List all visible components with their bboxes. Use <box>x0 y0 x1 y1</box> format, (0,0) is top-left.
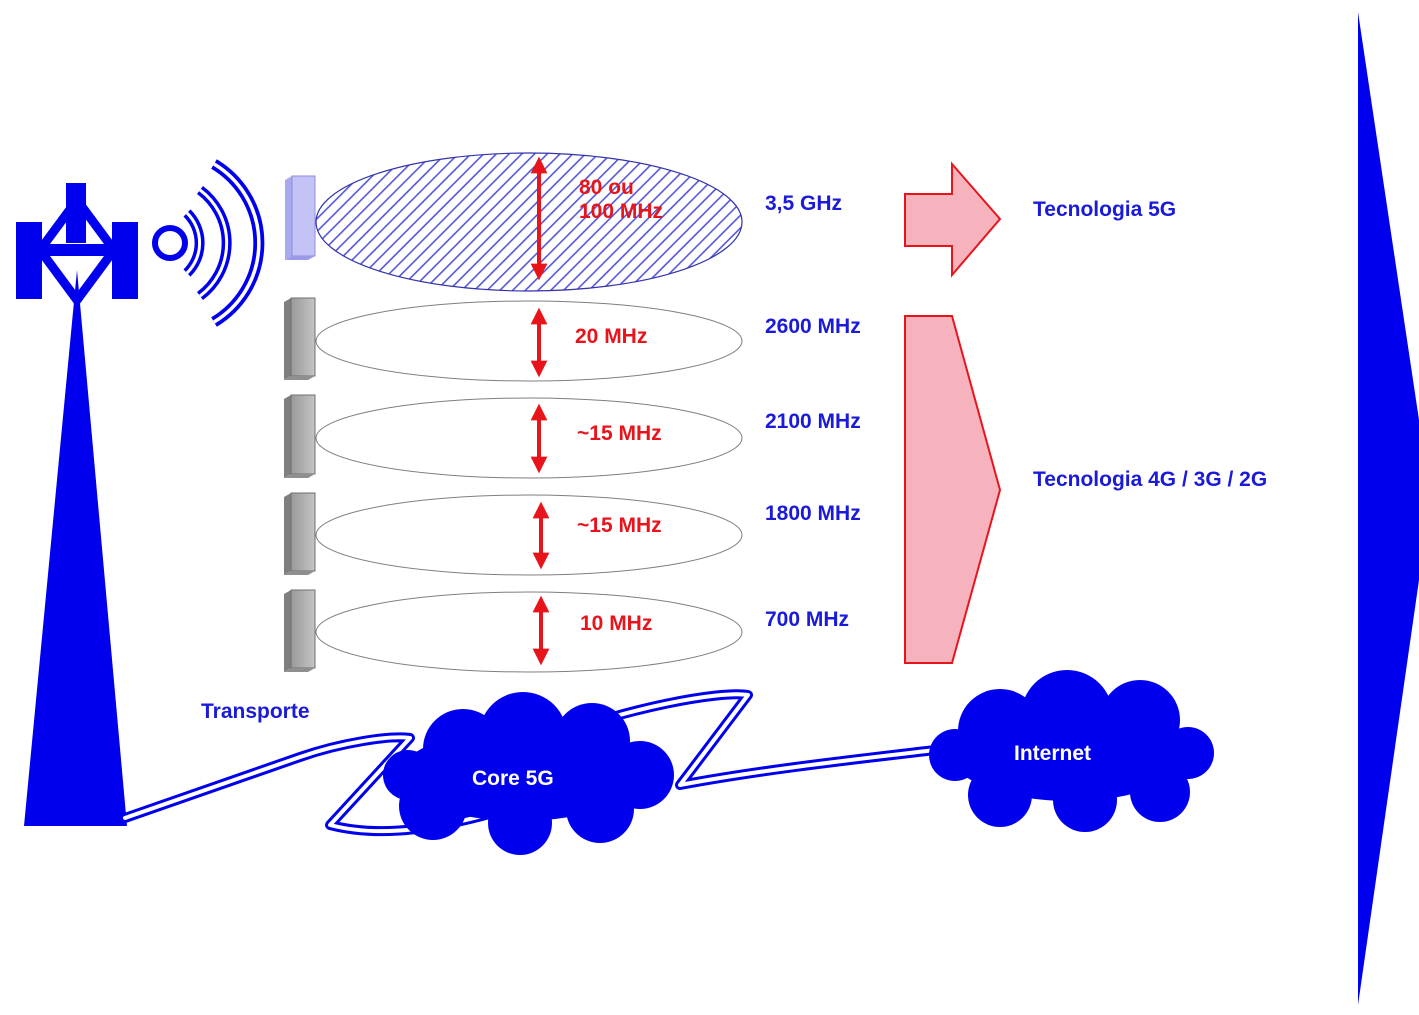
frequency-label-2100: 2100 MHz <box>765 410 861 433</box>
core-5g-label: Core 5G <box>472 767 554 790</box>
tech-legacy-label: Tecnologia 4G / 3G / 2G <box>1033 468 1268 491</box>
right-edge-triangle <box>1358 12 1419 1005</box>
bandwidth-label-3500-line1: 80 ou <box>579 176 634 199</box>
antenna-panel-2100-icon <box>284 394 316 478</box>
band-ellipse-3500 <box>315 152 743 292</box>
bandwidth-label-1800: ~15 MHz <box>577 514 662 537</box>
tech-5g-label: Tecnologia 5G <box>1033 198 1177 221</box>
frequency-label-3500: 3,5 GHz <box>765 192 843 215</box>
internet-label: Internet <box>1014 742 1092 765</box>
frequency-label-2600: 2600 MHz <box>765 315 861 338</box>
antenna-panel-1800-icon <box>284 492 316 575</box>
band-ellipse-700 <box>315 591 743 673</box>
antenna-panel-5g-icon <box>285 175 316 260</box>
bandwidth-label-2100: ~15 MHz <box>577 422 662 445</box>
bandwidth-label-3500-line2: 100 MHz <box>579 200 664 223</box>
band-ellipse-2100 <box>315 397 743 479</box>
frequency-label-700: 700 MHz <box>765 608 850 631</box>
tech-legacy-arrow <box>904 315 1002 664</box>
bandwidth-label-700: 10 MHz <box>580 612 653 635</box>
core-5g-cloud-icon <box>383 692 674 855</box>
cell-tower-icon <box>16 183 138 826</box>
bandwidth-label-2600: 20 MHz <box>575 325 648 348</box>
transport-label: Transporte <box>201 700 310 723</box>
tech-5g-arrow <box>904 161 1002 278</box>
band-ellipse-2600 <box>315 300 743 382</box>
internet-cloud-icon <box>929 670 1214 832</box>
antenna-panel-700-icon <box>284 589 316 672</box>
radio-waves-icon <box>152 159 265 327</box>
band-ellipse-1800 <box>315 494 743 576</box>
bandwidth-label-3500: 80 ou 100 MHz <box>579 176 663 224</box>
antenna-panel-2600-icon <box>284 297 316 380</box>
frequency-label-1800: 1800 MHz <box>765 502 861 525</box>
